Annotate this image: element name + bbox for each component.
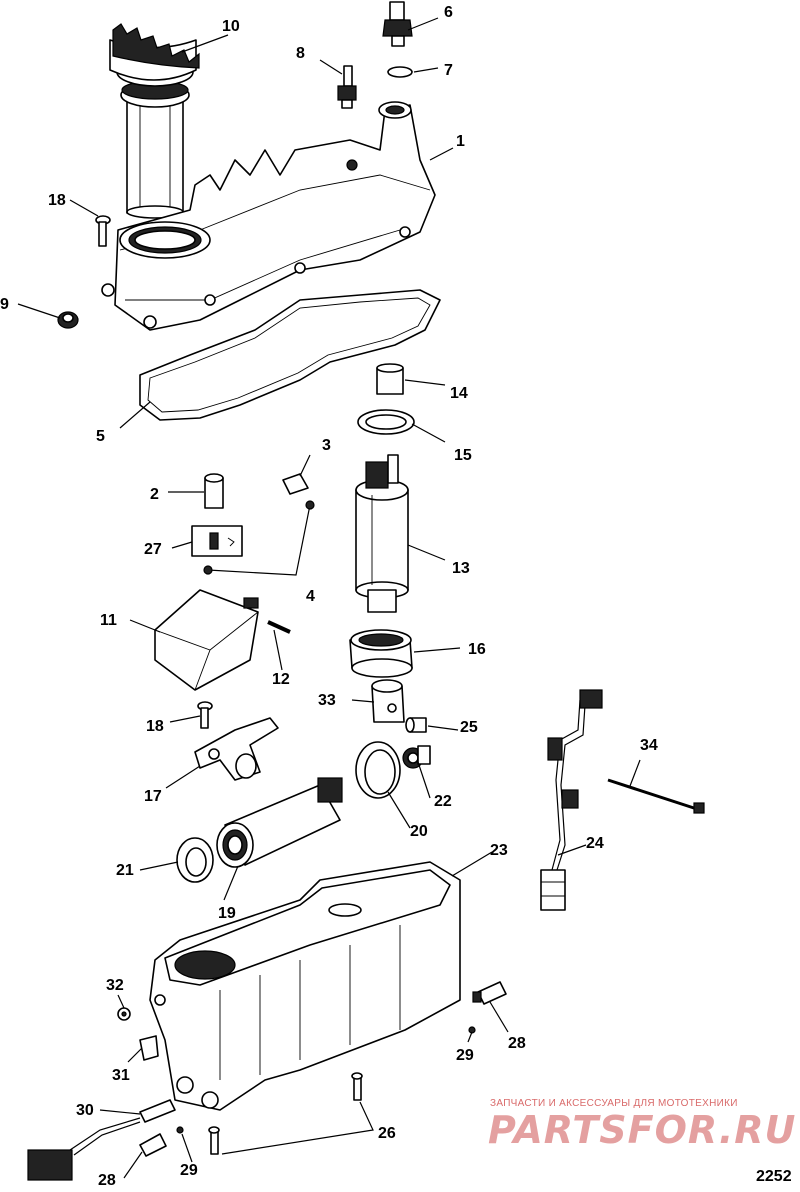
callout-7: 7	[444, 62, 453, 79]
part-29-oring-left	[176, 1126, 184, 1134]
callout-3: 3	[322, 437, 331, 454]
part-8-fitting	[337, 65, 357, 109]
callout-18-top: 18	[48, 192, 66, 209]
part-32-plug	[117, 1007, 131, 1021]
part-12-pin	[267, 620, 291, 634]
part-33-holder	[371, 679, 405, 723]
part-27-kit	[191, 525, 243, 557]
part-19-pump	[216, 777, 343, 868]
part-9-nut	[57, 311, 79, 329]
callout-27: 27	[144, 541, 162, 558]
callout-32: 32	[106, 977, 124, 994]
callout-14: 14	[450, 385, 468, 402]
callout-30: 30	[76, 1102, 94, 1119]
part-18-screw-top	[95, 215, 111, 247]
part-16-sleeve	[349, 629, 413, 678]
callout-29-right: 29	[456, 1047, 474, 1064]
callout-11: 11	[100, 612, 117, 629]
part-30-sensor-lead	[27, 1099, 176, 1181]
part-22-nozzle	[402, 745, 431, 769]
callout-34: 34	[640, 737, 658, 754]
callout-28-left: 28	[98, 1172, 116, 1189]
part-25-cap	[405, 717, 427, 733]
callout-6: 6	[444, 4, 453, 21]
part-7-washer	[387, 66, 413, 78]
part-5-gasket	[139, 289, 441, 421]
part-18-screw-lower	[197, 701, 213, 729]
part-28-sensor-left	[139, 1133, 167, 1157]
callout-31: 31	[112, 1067, 130, 1084]
part-11-module	[154, 589, 259, 691]
callout-16: 16	[468, 641, 486, 658]
callout-20: 20	[410, 823, 428, 840]
callout-10: 10	[222, 18, 240, 35]
watermark-logo: PARTSFOR.RU	[488, 1108, 797, 1152]
diagram-number: 2252	[756, 1168, 792, 1185]
part-14-bushing	[376, 363, 404, 395]
callout-13: 13	[452, 560, 470, 577]
callout-28-right: 28	[508, 1035, 526, 1052]
part-26-studs	[208, 1072, 374, 1155]
callout-26: 26	[378, 1125, 396, 1142]
callout-1: 1	[456, 133, 465, 150]
callout-9: 9	[0, 296, 9, 313]
watermark-tagline: ЗАПЧАСТИ И АКСЕССУАРЫ ДЛЯ МОТОТЕХНИКИ	[490, 1098, 738, 1109]
part-2-fitting	[204, 473, 224, 509]
callout-33: 33	[318, 692, 336, 709]
part-28-sensor-right	[472, 981, 507, 1005]
callout-2: 2	[150, 486, 159, 503]
callout-15: 15	[454, 447, 472, 464]
part-17-bracket	[194, 717, 279, 781]
part-20-ring	[355, 741, 401, 799]
part-1-top-cover	[101, 101, 436, 331]
callout-18-lower: 18	[146, 718, 164, 735]
part-23-housing	[149, 861, 461, 1111]
callout-24: 24	[586, 835, 604, 852]
callout-21: 21	[116, 862, 134, 879]
callout-23: 23	[490, 842, 508, 859]
callout-17: 17	[144, 788, 162, 805]
part-24-harness	[540, 689, 603, 911]
callout-19: 19	[218, 905, 236, 922]
callout-22: 22	[434, 793, 452, 810]
part-31-elbow	[139, 1035, 159, 1061]
part-21-washer	[176, 837, 214, 883]
callout-4: 4	[306, 588, 315, 605]
callout-25: 25	[460, 719, 478, 736]
part-4-screws	[203, 500, 315, 576]
part-6-fitting	[382, 1, 413, 47]
part-10-filter-cap	[109, 23, 200, 219]
leader-lines	[17, 17, 641, 1179]
callout-29-left: 29	[180, 1162, 198, 1179]
callout-12: 12	[272, 671, 290, 688]
callouts: 10 6 7 8 1 18 9 5 3 14 15 2 27 13 4 11 1…	[0, 4, 658, 1189]
part-3-clip	[282, 473, 309, 495]
part-13-fuel-pump	[355, 454, 409, 613]
callout-8: 8	[296, 45, 305, 62]
part-15-seal	[357, 409, 415, 435]
callout-5: 5	[96, 428, 105, 445]
part-34-tie	[607, 778, 705, 814]
